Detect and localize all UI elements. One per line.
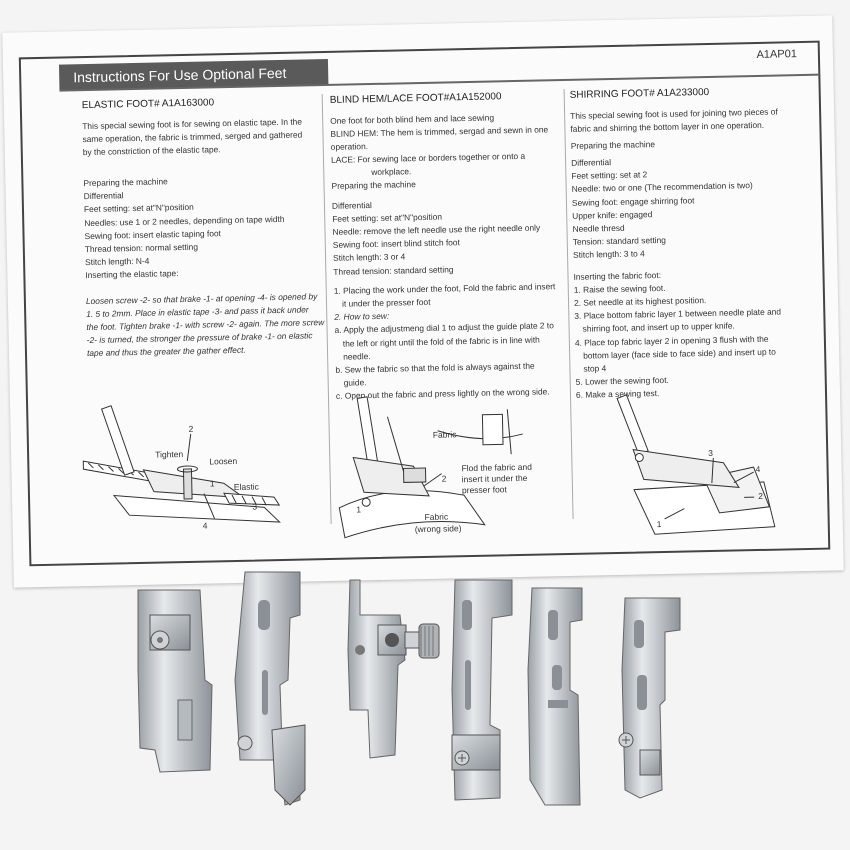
shirring-foot-diagram: 3 4 2 1 bbox=[616, 394, 776, 535]
blind-hem-column: BLIND HEM/LACE FOOT#A1A152000 One foot f… bbox=[330, 89, 568, 403]
label-4: 4 bbox=[755, 464, 760, 474]
presser-feet-photo bbox=[137, 571, 681, 806]
elastic-foot-part bbox=[137, 589, 213, 773]
sheet-code: A1AP01 bbox=[756, 48, 798, 61]
label-fabric: Fabric bbox=[433, 429, 458, 440]
label-1: 1 bbox=[657, 519, 662, 529]
label-wrong-side: (wrong side) bbox=[415, 523, 462, 534]
label-tighten: Tighten bbox=[155, 449, 184, 460]
label-loosen: Loosen bbox=[209, 456, 237, 467]
blind-hem-diagram: Fabric Flod the fabric and insert it und… bbox=[338, 396, 532, 539]
label-1: 1 bbox=[210, 478, 215, 488]
cording-foot-part bbox=[451, 579, 513, 801]
blind-hem-plate-part bbox=[234, 571, 306, 806]
label-fold-2: insert it under the bbox=[462, 473, 528, 484]
label-2: 2 bbox=[758, 491, 763, 501]
label-fold-3: presser foot bbox=[462, 484, 508, 495]
label-1: 1 bbox=[356, 504, 361, 514]
label-3: 3 bbox=[708, 448, 713, 458]
label-2: 2 bbox=[442, 474, 447, 484]
blind-hem-foot-part bbox=[347, 579, 440, 759]
label-3: 3 bbox=[252, 502, 257, 512]
label-fold-1: Flod the fabric and bbox=[461, 462, 532, 473]
shirring-foot-column: SHIRRING FOOT# A1A233000 This special se… bbox=[570, 84, 807, 402]
elastic-foot-diagram: Tighten Loosen Elastic 2 1 3 4 bbox=[82, 405, 281, 531]
shirring-foot-part bbox=[618, 597, 681, 799]
label-elastic: Elastic bbox=[234, 481, 260, 492]
elastic-foot-column: ELASTIC FOOT# A1A163000 This special sew… bbox=[82, 94, 327, 360]
label-fabric-wrong: Fabric bbox=[424, 512, 449, 523]
instruction-sheet: Instructions For Use Optional Feet A1AP0… bbox=[2, 15, 844, 588]
standard-plate-part bbox=[527, 587, 583, 806]
label-4: 4 bbox=[203, 521, 208, 531]
label-2: 2 bbox=[189, 424, 194, 434]
